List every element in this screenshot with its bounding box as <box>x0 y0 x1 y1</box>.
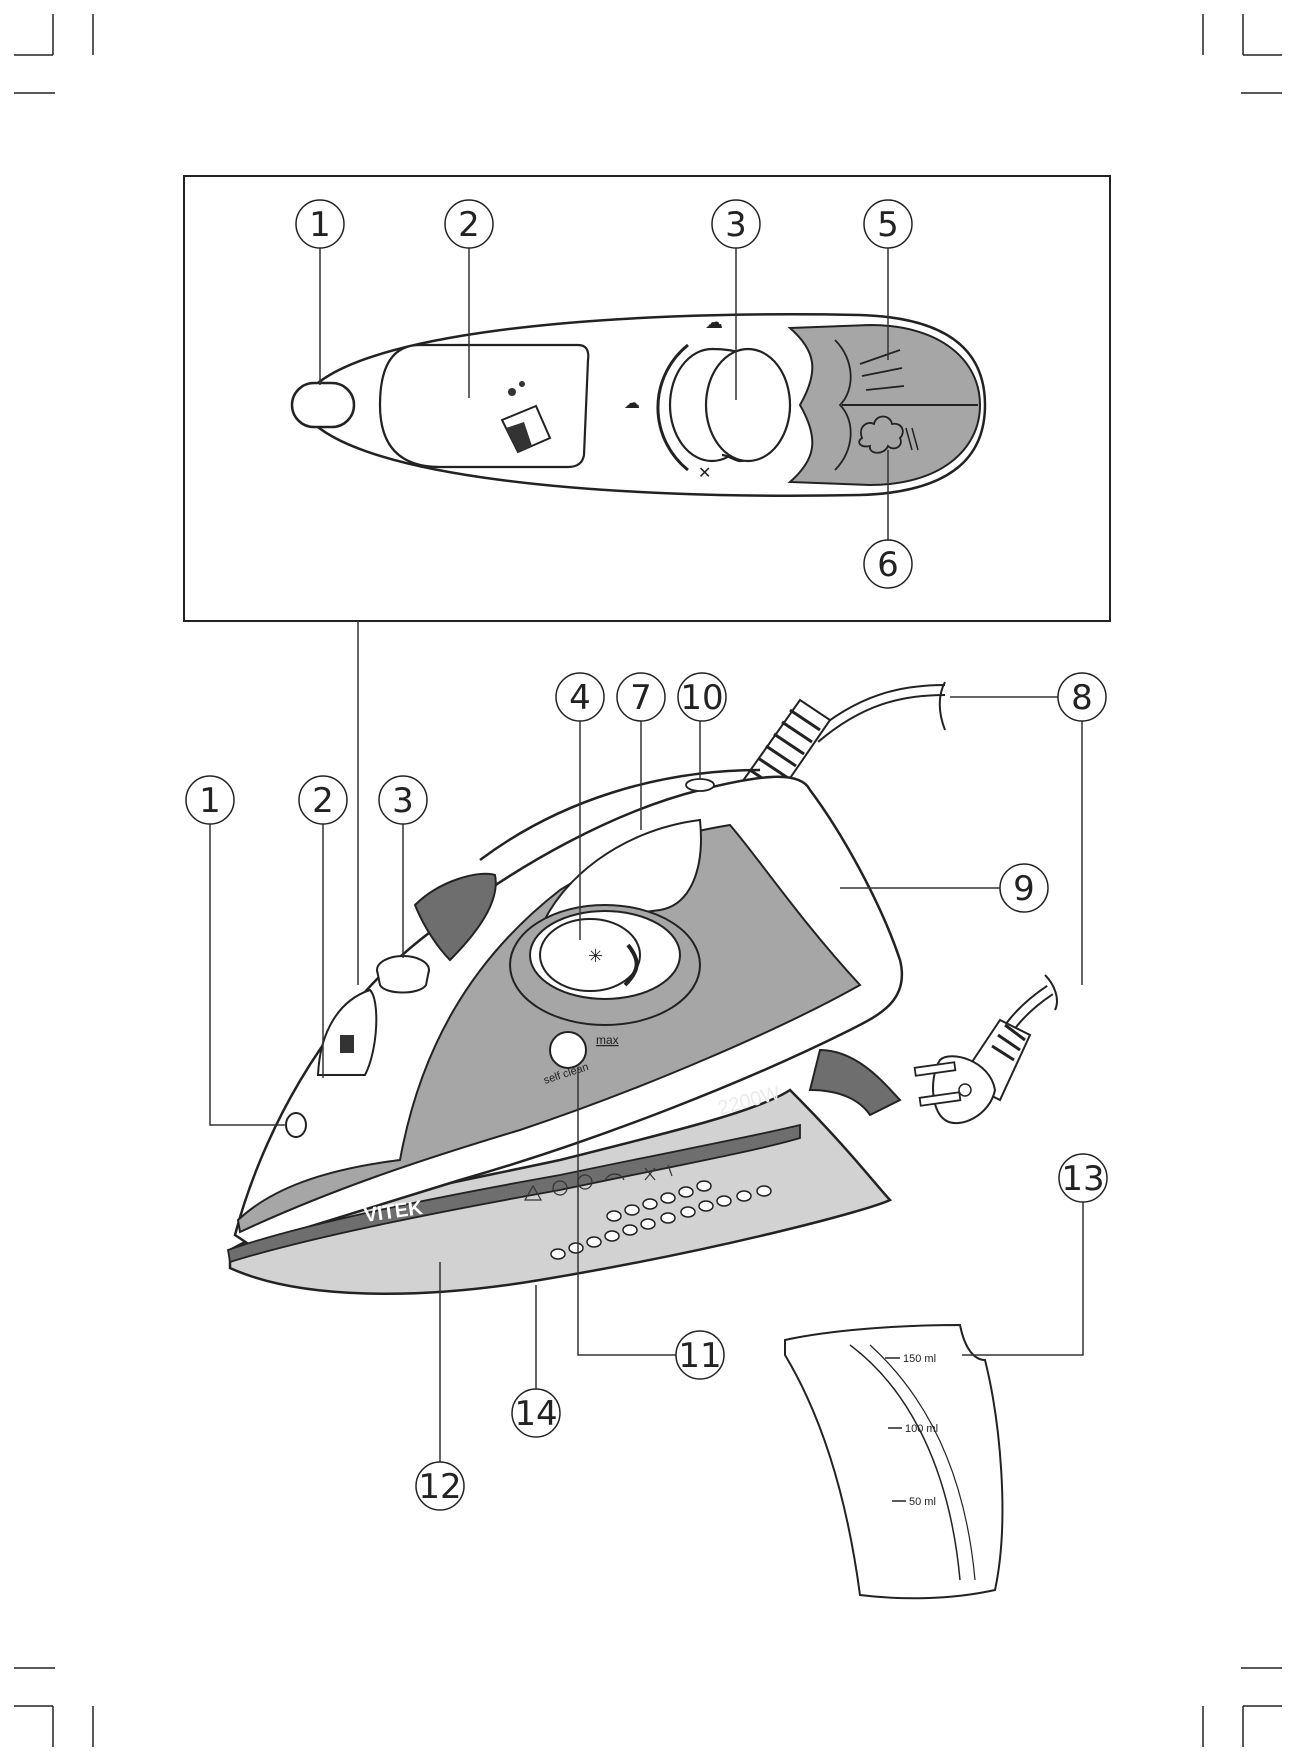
water-window <box>318 990 376 1075</box>
callout-top-6: 6 <box>864 540 912 588</box>
callout-1: 1 <box>186 776 234 824</box>
callout-11: 11 <box>676 1331 724 1379</box>
callout-top-2: 2 <box>445 200 493 248</box>
indicator-light <box>686 779 714 791</box>
water-window-top <box>380 345 588 467</box>
no-steam-icon: ✕ <box>698 465 711 482</box>
soleplate-rear <box>810 1050 900 1115</box>
cup-mark-150: 150 ml <box>903 1353 936 1365</box>
callout-top-5-label: 5 <box>877 205 899 245</box>
callout-12: 12 <box>416 1462 464 1510</box>
dial-off-icon: ✳ <box>588 946 603 966</box>
callout-14: 14 <box>512 1389 560 1437</box>
cup-mark-100: 100 ml <box>905 1423 938 1435</box>
callout-2: 2 <box>299 776 347 824</box>
callout-11-label: 11 <box>678 1336 721 1376</box>
callout-13-label: 13 <box>1061 1159 1104 1199</box>
power-plug <box>915 975 1057 1123</box>
callout-8-label: 8 <box>1071 678 1093 718</box>
callout-12-label: 12 <box>418 1467 461 1507</box>
callout-14-label: 14 <box>514 1394 557 1434</box>
steam-iron: ✳ max self clean 2200W VITEK <box>228 682 945 1294</box>
callout-top-2-label: 2 <box>458 205 480 245</box>
callout-top-6-label: 6 <box>877 545 899 585</box>
callout-13: 13 <box>1059 1154 1107 1202</box>
cup-mark-50: 50 ml <box>909 1496 936 1508</box>
callout-9-label: 9 <box>1013 869 1035 909</box>
callout-4: 4 <box>556 673 604 721</box>
steam-mid-icon: ☁ <box>624 395 640 412</box>
callout-top-3-label: 3 <box>725 205 747 245</box>
callout-7: 7 <box>617 673 665 721</box>
callout-top-1-label: 1 <box>309 205 331 245</box>
callout-10-label: 10 <box>680 678 723 718</box>
handle-top-view: ☁ ☁ ✕ <box>292 312 985 496</box>
steam-regulator <box>377 956 429 993</box>
callout-8: 8 <box>1058 673 1106 721</box>
dial-max-label: max <box>596 1033 619 1047</box>
steam-max-icon: ☁ <box>705 312 723 332</box>
measuring-cup: 150 ml 100 ml 50 ml <box>785 1325 1002 1598</box>
callout-2-label: 2 <box>312 781 334 821</box>
callout-1-label: 1 <box>199 781 221 821</box>
callout-top-5: 5 <box>864 200 912 248</box>
spray-button-top <box>292 383 354 427</box>
callout-4-label: 4 <box>569 678 591 718</box>
temperature-dial: ✳ <box>510 905 700 1025</box>
callout-7-label: 7 <box>630 678 652 718</box>
callout-9: 9 <box>1000 864 1048 912</box>
fill-water-icon-main <box>340 1035 354 1053</box>
callout-3-label: 3 <box>392 781 414 821</box>
callout-3: 3 <box>379 776 427 824</box>
callout-10: 10 <box>678 673 726 721</box>
spray-nozzle <box>286 1113 306 1137</box>
callout-top-1: 1 <box>296 200 344 248</box>
callout-top-3: 3 <box>712 200 760 248</box>
